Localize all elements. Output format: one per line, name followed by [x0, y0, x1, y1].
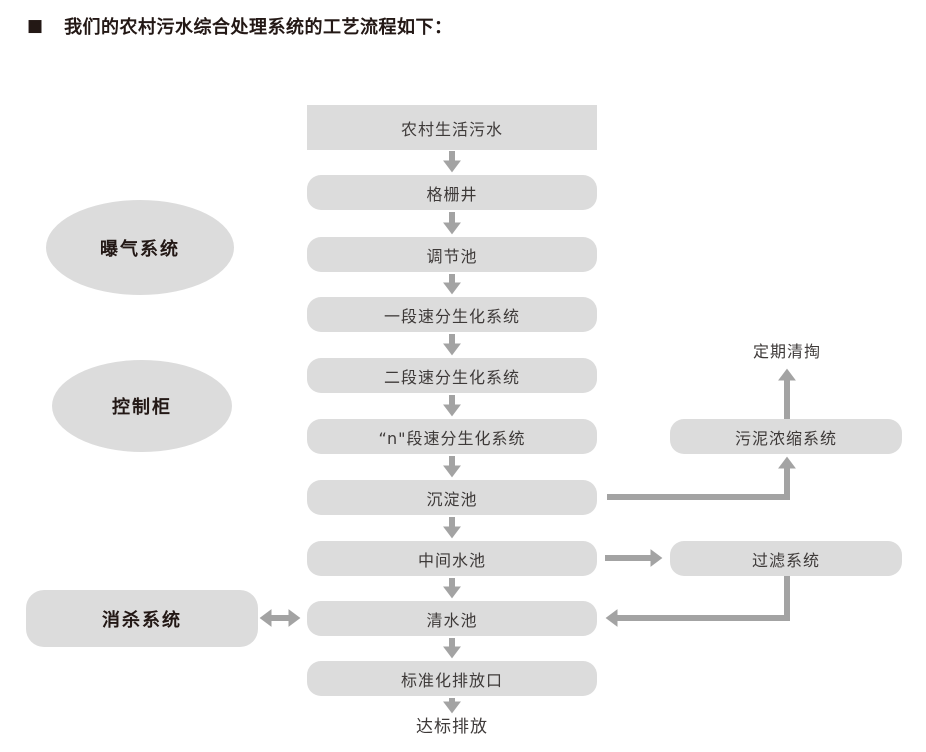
flow-step-standard-outlet: 标准化排放口	[307, 661, 597, 696]
flow-step-rural-sewage: 农村生活污水	[307, 105, 597, 150]
flow-step-regulating-tank: 调节池	[307, 237, 597, 272]
sludge-thickening-box: 污泥浓缩系统	[670, 419, 902, 454]
elbow-filter-to-clearwater	[605, 576, 790, 627]
final-discharge-label: 达标排放	[416, 717, 488, 737]
flow-step-stage1-bio-system: 一段速分生化系统	[307, 297, 597, 332]
periodic-cleaning-label: 定期清掏	[752, 342, 821, 361]
filtration-system-box: 过滤系统	[670, 541, 902, 576]
flow-step-intermediate-pool: 中间水池	[307, 541, 597, 576]
flow-step-clear-water-tank: 清水池	[307, 601, 597, 636]
aeration-system-ellipse: 曝气系统	[46, 200, 234, 295]
elbow-sedimentation-to-sludge	[607, 456, 796, 500]
disinfection-system-box: 消杀系统	[26, 590, 258, 647]
flow-step-sedimentation-tank: 沉淀池	[307, 480, 597, 515]
control-cabinet-ellipse: 控制柜	[52, 360, 232, 452]
square-bullet-icon: ■	[27, 15, 44, 36]
flow-step-grid-well: 格栅井	[307, 175, 597, 210]
flow-step-stage2-bio-system: 二段速分生化系统	[307, 358, 597, 393]
page-header: ■ 我们的农村污水综合处理系统的工艺流程如下：	[27, 13, 453, 39]
page-title: 我们的农村污水综合处理系统的工艺流程如下：	[64, 17, 453, 38]
flow-step-stagen-bio-system: “n"段速分生化系统	[307, 419, 597, 454]
